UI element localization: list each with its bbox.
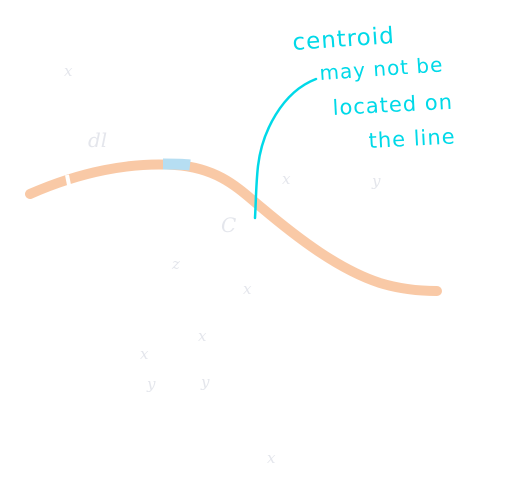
- curve-gap: [65, 174, 72, 191]
- annotation-line: centroid: [292, 23, 396, 56]
- faint-label: x: [198, 327, 207, 345]
- annotation-line: may not be: [319, 52, 444, 85]
- faint-label: y: [371, 172, 381, 190]
- faint-labels: x dl x y C z x x x y y x: [64, 62, 381, 467]
- faint-label: x: [140, 345, 149, 363]
- faint-label: x: [64, 62, 73, 80]
- annotation-text: centroid may not be located on the line: [292, 23, 457, 153]
- faint-label: C: [221, 213, 236, 237]
- faint-label: x: [267, 449, 276, 467]
- faint-label: x: [282, 170, 291, 188]
- faint-label: z: [171, 255, 180, 273]
- annotation-arrow: [253, 77, 318, 220]
- faint-label: dl: [88, 128, 107, 152]
- faint-label: y: [146, 375, 156, 393]
- annotation-line: the line: [368, 124, 456, 153]
- curve-highlight-segment: [162, 158, 191, 171]
- faint-label: y: [200, 373, 210, 391]
- faint-label: x: [243, 280, 252, 298]
- annotation-line: located on: [332, 90, 454, 120]
